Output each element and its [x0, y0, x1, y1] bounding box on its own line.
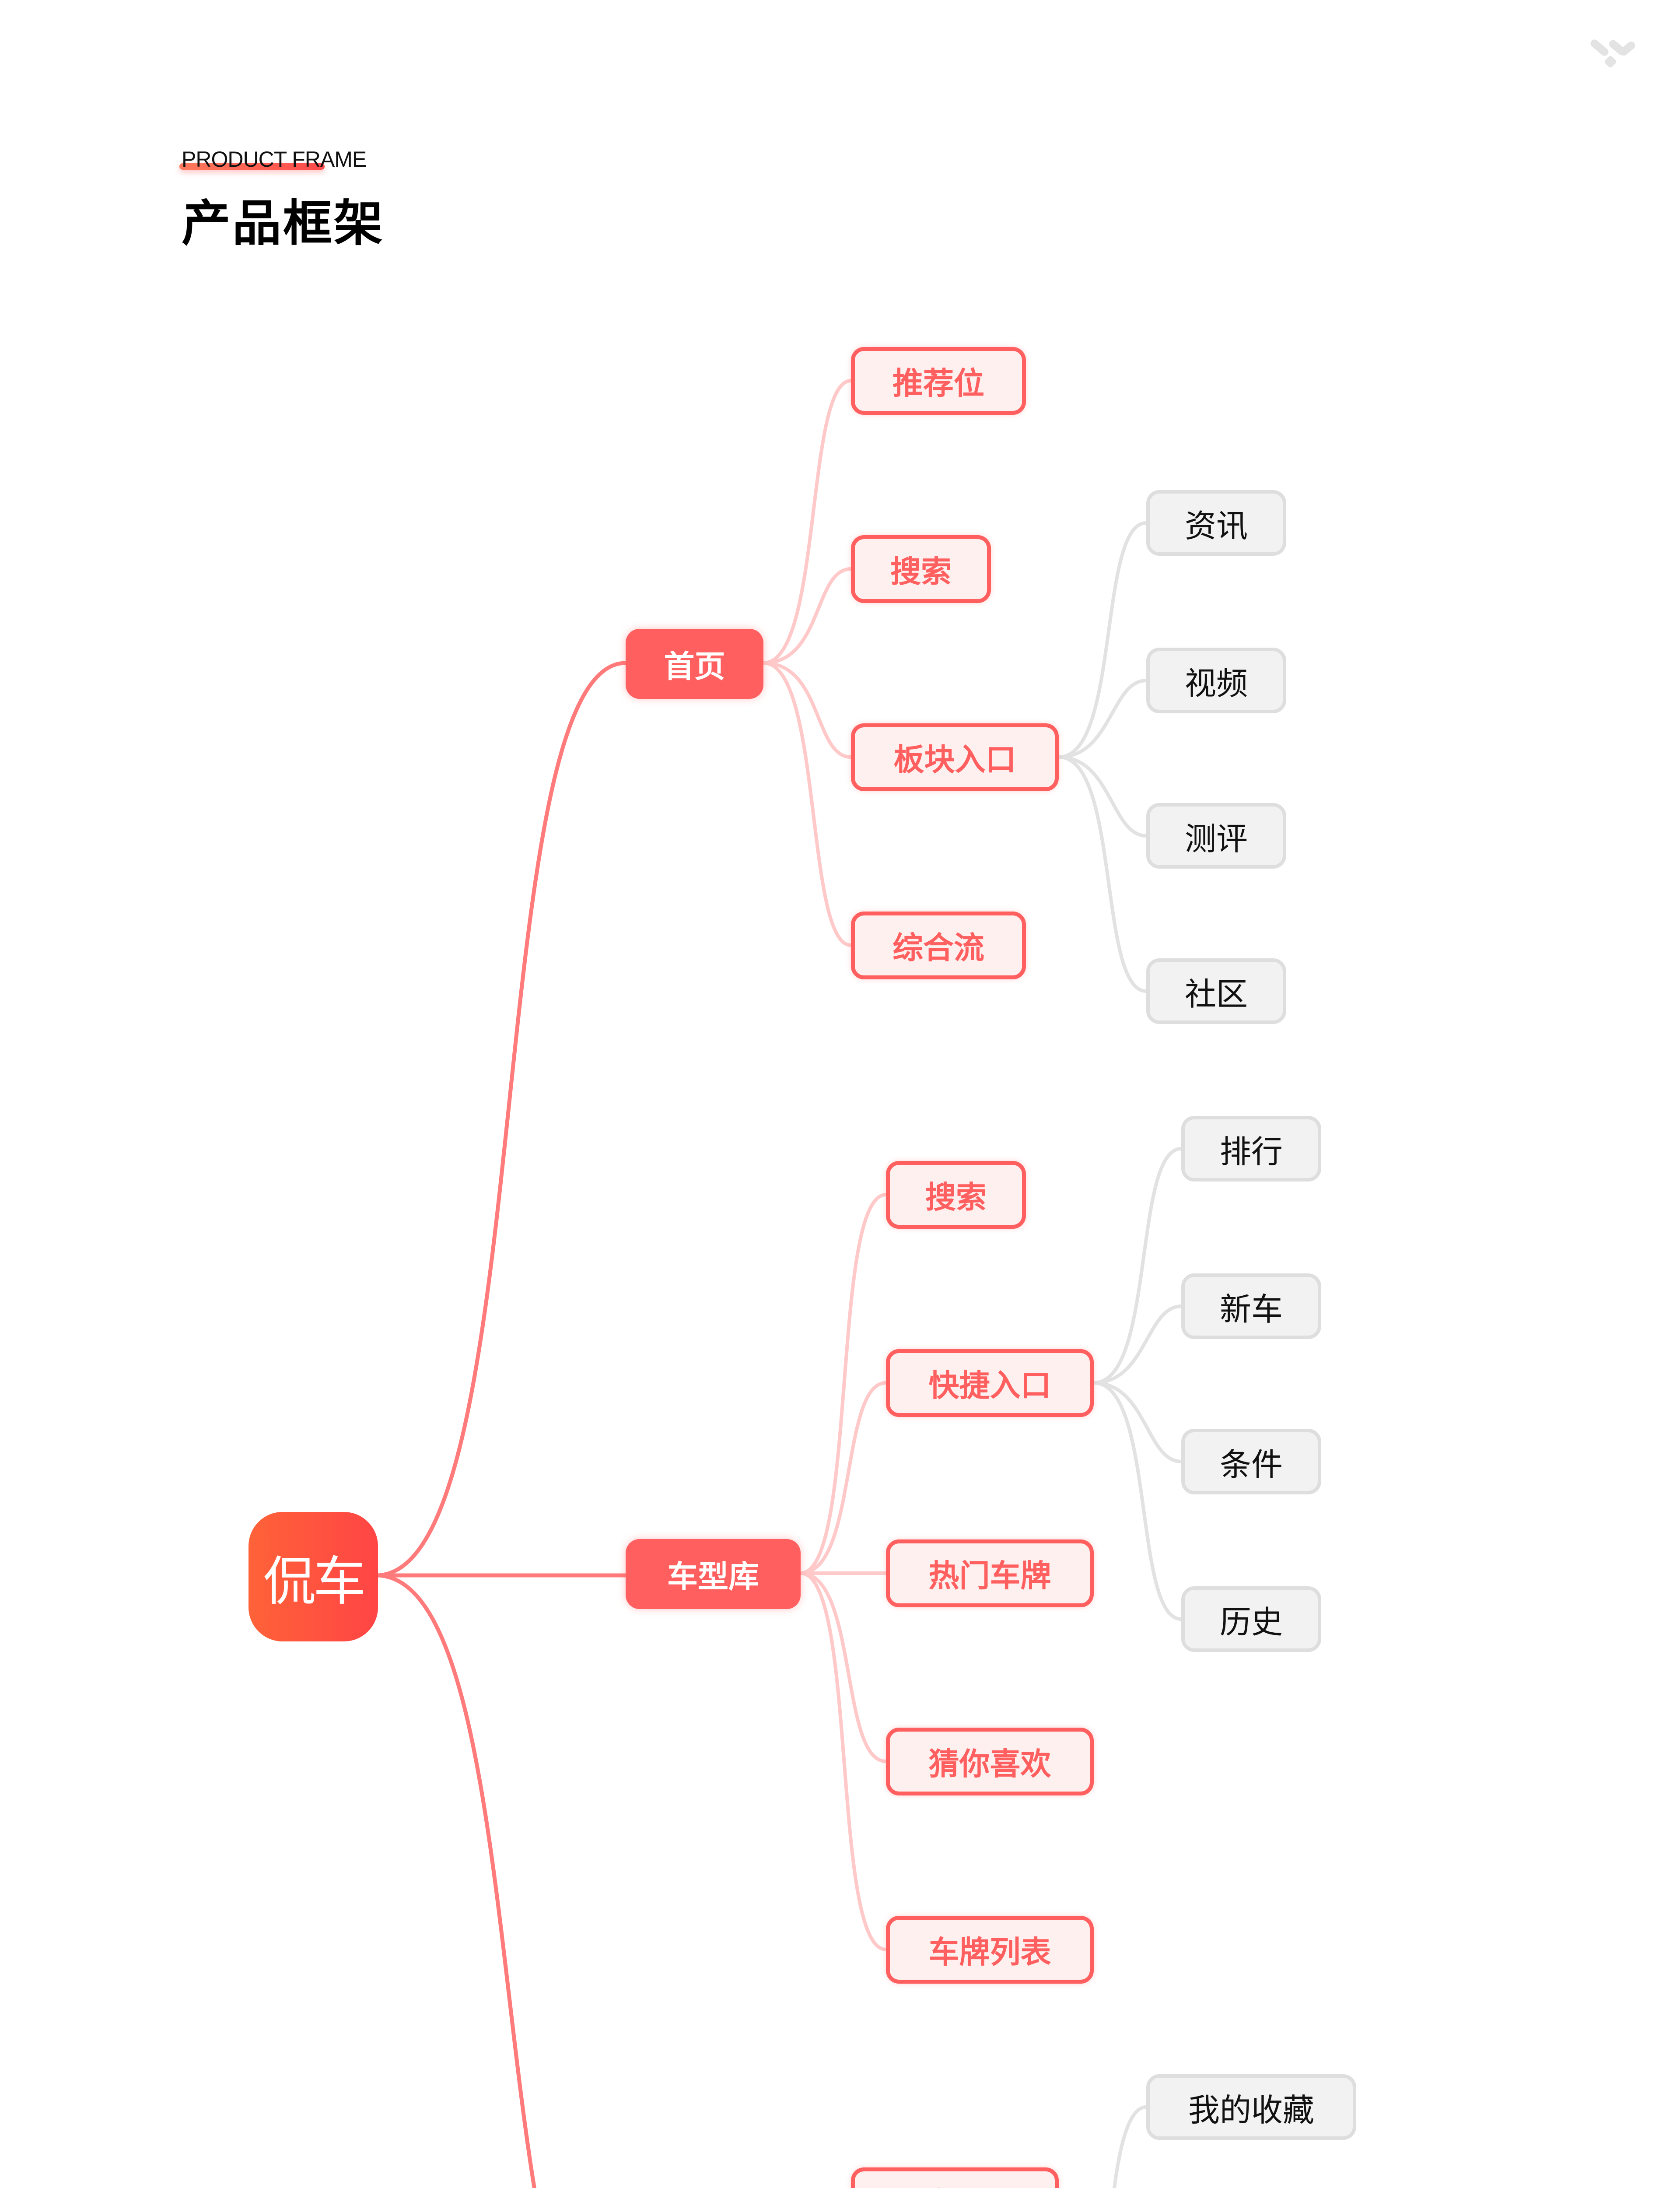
l2-node-recommend[interactable]: 推荐位: [851, 347, 1026, 415]
l1-node-car-library[interactable]: 车型库: [626, 1539, 801, 1609]
l3-node-history[interactable]: 历史: [1181, 1586, 1321, 1652]
l2-node-guess-you-like[interactable]: 猜你喜欢: [886, 1728, 1094, 1795]
l3-node-label: 历史: [1219, 1603, 1283, 1641]
l2-node-car-search[interactable]: 搜索: [886, 1161, 1026, 1229]
l1-node-label: 首页: [664, 648, 725, 684]
l3-node-label: 条件: [1219, 1446, 1283, 1483]
app-logo-text: 侃车: [263, 1551, 366, 1612]
l2-node-label: 车牌列表: [928, 1934, 1051, 1970]
l3-node-new-cars[interactable]: 新车: [1181, 1273, 1321, 1339]
l2-node-label: 搜索: [925, 1179, 987, 1215]
subtitle-underline: [179, 163, 325, 170]
page-subtitle: PRODUCT FRAME: [182, 147, 367, 172]
l2-node-section-entry[interactable]: 板块入口: [851, 723, 1059, 791]
l2-node-quick-entry[interactable]: 快捷入口: [886, 1349, 1094, 1417]
l2-node-label: 板块入口: [893, 742, 1016, 778]
l2-node-label: 综合流: [892, 930, 984, 966]
l2-node-feed[interactable]: 综合流: [851, 912, 1026, 979]
brand-chevron-icon: [1590, 39, 1635, 68]
l3-node-label: 排行: [1219, 1133, 1283, 1170]
l2-node-home-search[interactable]: 搜索: [851, 535, 991, 603]
l2-node-profile-card[interactable]: 信息名片: [851, 2167, 1059, 2188]
l3-node-video[interactable]: 视频: [1146, 648, 1286, 713]
l2-node-label: 热门车牌: [928, 1558, 1051, 1594]
l2-node-label: 搜索: [890, 554, 952, 589]
l3-node-label: 视频: [1184, 665, 1248, 702]
l1-node-home[interactable]: 首页: [626, 629, 763, 699]
l2-node-label: 推荐位: [892, 365, 984, 401]
l3-node-ranking[interactable]: 排行: [1181, 1116, 1321, 1182]
l3-node-community[interactable]: 社区: [1146, 958, 1286, 1024]
l2-node-hot-brands[interactable]: 热门车牌: [886, 1539, 1094, 1607]
l3-node-label: 测评: [1184, 820, 1248, 857]
l2-node-label: 信息名片: [894, 2179, 1016, 2188]
app-logo-root[interactable]: 侃车: [248, 1512, 378, 1641]
l3-node-label: 新车: [1219, 1290, 1283, 1328]
l3-node-label: 社区: [1184, 975, 1248, 1013]
l2-node-label: 快捷入口: [928, 1368, 1051, 1403]
page-title: 产品框架: [182, 195, 385, 252]
l3-node-news[interactable]: 资讯: [1146, 490, 1286, 556]
l3-node-filters[interactable]: 条件: [1181, 1429, 1321, 1494]
l3-node-review[interactable]: 测评: [1146, 803, 1286, 869]
l3-node-my-favorites[interactable]: 我的收藏: [1146, 2074, 1356, 2140]
l3-node-label: 资讯: [1184, 507, 1248, 544]
l3-node-label: 我的收藏: [1188, 2091, 1314, 2128]
l2-node-brand-list[interactable]: 车牌列表: [886, 1916, 1094, 1984]
l1-node-label: 车型库: [667, 1558, 759, 1595]
l2-node-label: 猜你喜欢: [928, 1746, 1051, 1782]
